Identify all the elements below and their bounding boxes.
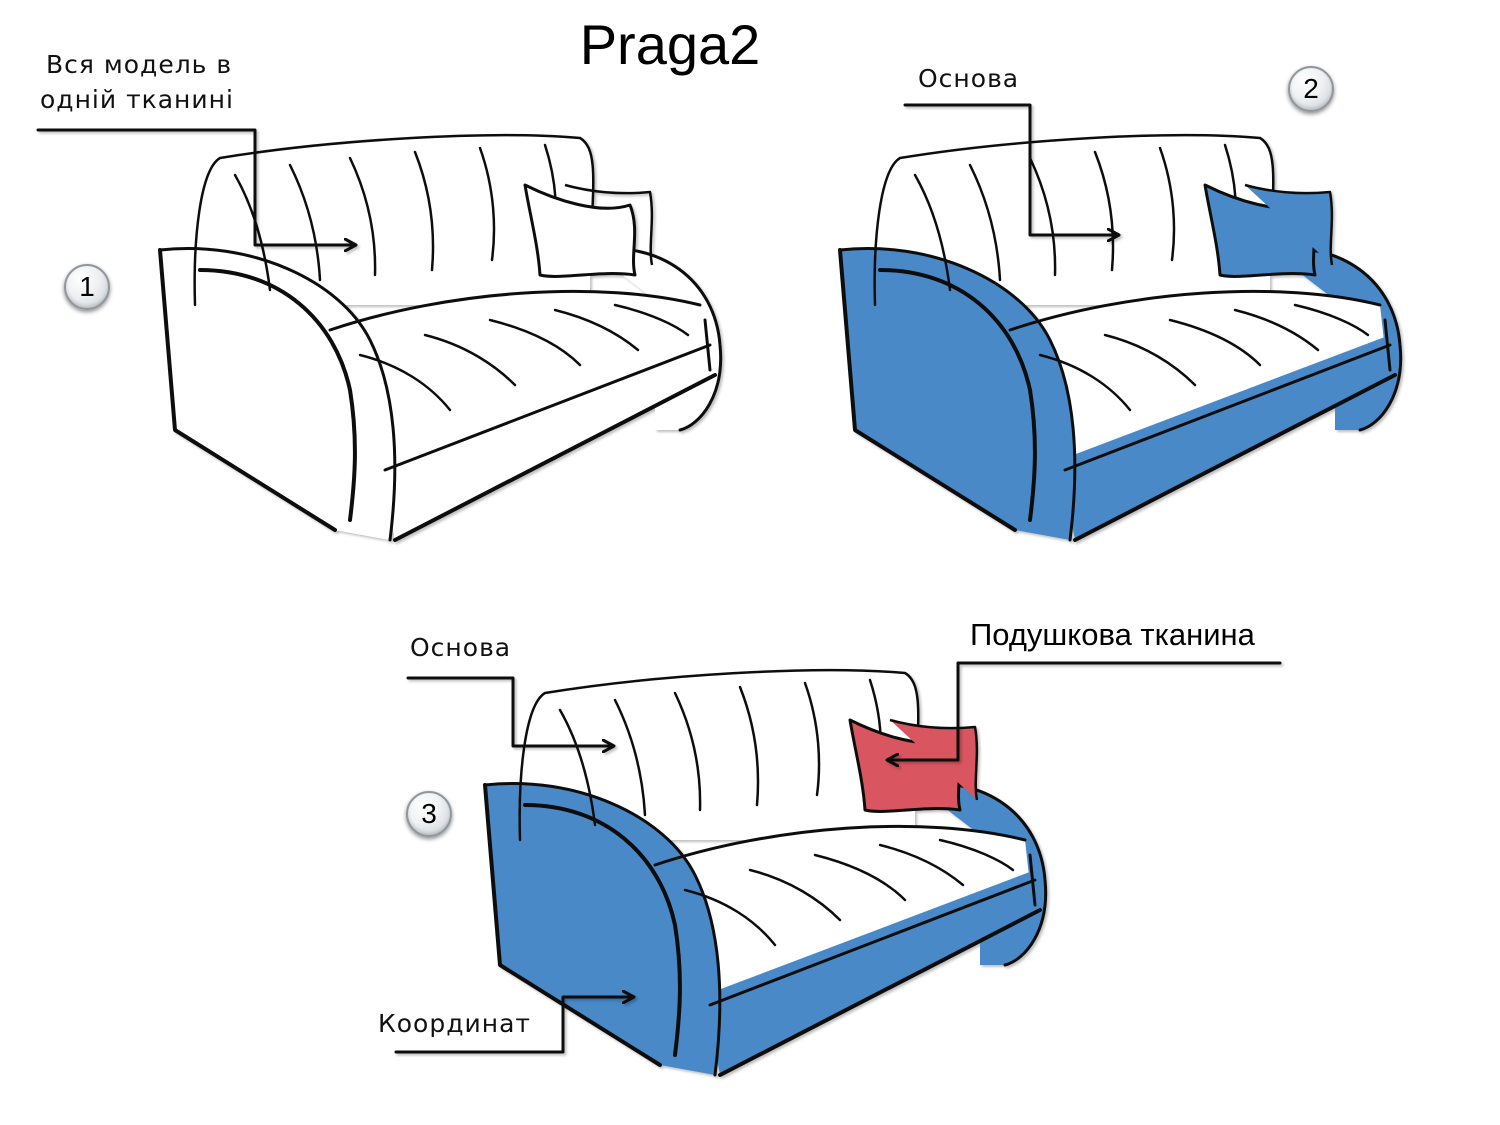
label-base-3: Основа bbox=[410, 633, 512, 662]
variant-badge-1: 1 bbox=[64, 264, 110, 310]
callout-line-whole-model bbox=[36, 128, 355, 245]
label-whole-model-line-2: одній тканині bbox=[40, 85, 234, 114]
sofa-3-illustration bbox=[483, 668, 1048, 1077]
sofa-1-illustration bbox=[158, 133, 723, 542]
callout-line-coordinate bbox=[394, 997, 633, 1054]
variant-badge-2: 2 bbox=[1288, 66, 1334, 112]
callout-line-base-3 bbox=[406, 676, 613, 746]
page-title: Praga2 bbox=[579, 13, 761, 76]
label-pillow-fabric: Подушкова тканина bbox=[970, 617, 1255, 652]
sofa-1-pillow bbox=[523, 183, 637, 278]
label-whole-model-line-1: Вся модель в bbox=[46, 50, 233, 79]
callout-line-pillow bbox=[888, 661, 1282, 760]
variant-badge-3: 3 bbox=[406, 791, 452, 837]
label-base-2: Основа bbox=[918, 64, 1020, 93]
callout-line-base-2 bbox=[903, 103, 1118, 235]
label-coordinate: Координат bbox=[378, 1009, 531, 1038]
sofa-2-illustration bbox=[838, 133, 1403, 542]
